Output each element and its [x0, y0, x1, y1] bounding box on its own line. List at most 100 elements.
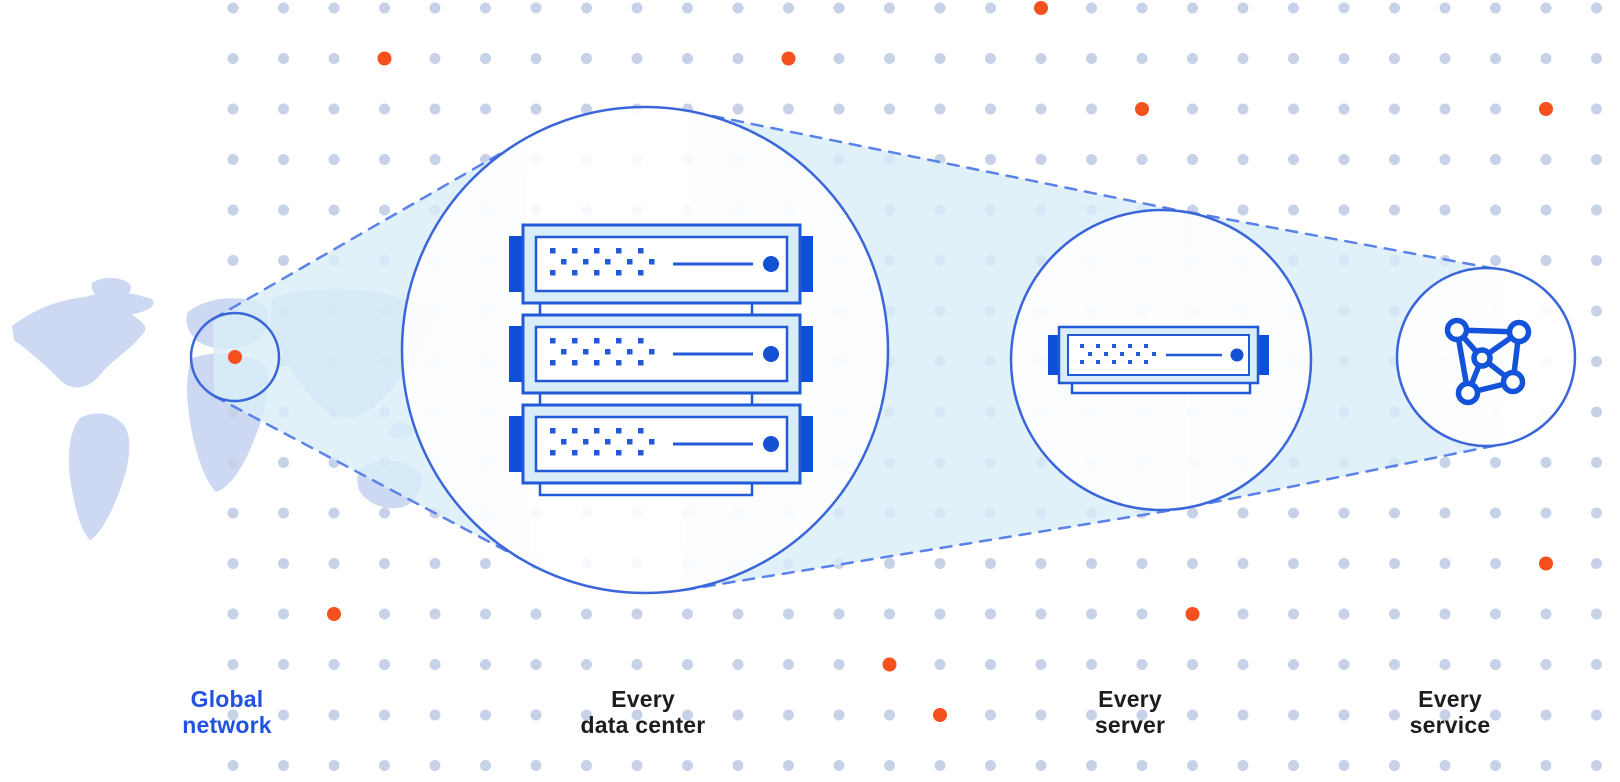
grid-dot	[1237, 154, 1249, 165]
grid-dot	[1338, 659, 1350, 670]
grid-dot	[379, 2, 390, 14]
grid-dot	[1490, 53, 1501, 64]
grid-dot	[328, 760, 340, 771]
grid-dot	[833, 53, 845, 64]
grid-dot	[1237, 53, 1249, 64]
grid-dot	[1490, 255, 1501, 266]
grid-dot	[985, 659, 996, 670]
grid-dot	[783, 709, 794, 721]
grid-dot	[1439, 709, 1451, 721]
grid-dot	[278, 608, 289, 620]
grid-dot	[1338, 204, 1350, 216]
grid-dot	[227, 709, 239, 721]
grid-dot	[581, 608, 592, 620]
grid-dot	[1389, 204, 1400, 216]
grid-dot	[1187, 659, 1198, 670]
grid-dot	[1389, 760, 1400, 771]
grid-dot	[480, 659, 491, 670]
grid-dot	[1035, 558, 1047, 569]
grid-dot	[1035, 103, 1047, 115]
orange-grid-dot	[1539, 556, 1553, 571]
grid-dot	[1237, 709, 1249, 721]
label-global-network: Global network	[182, 686, 272, 738]
grid-dot	[631, 2, 643, 14]
server-dot-matrix	[550, 338, 655, 366]
grid-dot	[278, 255, 289, 266]
grid-dot	[429, 2, 441, 14]
grid-dot	[1136, 709, 1148, 721]
grid-dot	[1237, 507, 1249, 519]
grid-dot	[227, 103, 239, 115]
grid-dot	[429, 154, 441, 165]
orange-grid-dot	[1135, 102, 1149, 116]
server-side-tab	[1048, 335, 1060, 375]
grid-dot	[1540, 154, 1552, 165]
orange-grid-dot	[1539, 102, 1553, 116]
grid-dot	[1540, 2, 1552, 14]
grid-dot	[631, 659, 643, 670]
grid-dot	[783, 2, 794, 14]
grid-dot	[833, 709, 845, 721]
grid-dot	[631, 608, 643, 620]
grid-dot	[833, 659, 845, 670]
grid-dot	[1187, 558, 1198, 569]
grid-dot	[1439, 204, 1451, 216]
grid-dot	[1187, 53, 1198, 64]
grid-dot	[732, 2, 744, 14]
grid-dot	[1237, 558, 1249, 569]
grid-dot	[1490, 457, 1501, 468]
grid-dot	[429, 709, 441, 721]
grid-dot	[934, 659, 946, 670]
grid-dot	[278, 659, 289, 670]
label-every-data-center: Every data center	[581, 686, 706, 738]
grid-dot	[1288, 53, 1299, 64]
grid-dot	[985, 558, 996, 569]
grid-dot	[429, 608, 441, 620]
grid-dot	[379, 608, 390, 620]
grid-dot	[1237, 2, 1249, 14]
grid-dot	[328, 103, 340, 115]
grid-dot	[783, 608, 794, 620]
grid-dot	[1237, 659, 1249, 670]
label-every-server: Every server	[1095, 686, 1165, 738]
grid-dot	[278, 558, 289, 569]
grid-dot	[1338, 507, 1350, 519]
grid-dot	[631, 760, 643, 771]
grid-dot	[1035, 709, 1047, 721]
orange-grid-dot	[327, 607, 341, 621]
grid-dot	[1439, 154, 1451, 165]
grid-dot	[480, 103, 491, 115]
grid-dot	[1237, 760, 1249, 771]
grid-dot	[1035, 760, 1047, 771]
dashed-line	[682, 506, 1187, 592]
grid-dot	[884, 2, 895, 14]
grid-dot	[1136, 608, 1148, 620]
grid-dot	[1389, 53, 1400, 64]
grid-dot	[1237, 204, 1249, 216]
label-line: Global	[190, 686, 264, 712]
server-dot-matrix	[550, 248, 655, 276]
grid-dot	[480, 2, 491, 14]
graph-node-center	[1471, 347, 1493, 369]
grid-dot	[682, 760, 693, 771]
grid-dot	[1338, 558, 1350, 569]
grid-dot	[1237, 103, 1249, 115]
grid-dot	[1389, 103, 1400, 115]
grid-dot	[581, 659, 592, 670]
grid-dot	[530, 103, 542, 115]
label-line: server	[1094, 712, 1166, 738]
grid-dot	[480, 608, 491, 620]
server-unit	[509, 403, 813, 485]
grid-dot	[732, 659, 744, 670]
grid-dot	[1086, 2, 1097, 14]
grid-dot	[1389, 659, 1400, 670]
grid-dot	[278, 760, 289, 771]
graph-node	[1500, 369, 1526, 395]
network-graph-icon	[1444, 317, 1532, 406]
grid-dot	[1187, 507, 1198, 519]
server-unit	[509, 223, 813, 305]
grid-dot	[328, 204, 340, 216]
grid-dot	[1187, 2, 1198, 14]
dashed-line	[212, 394, 533, 566]
grid-dot	[1086, 103, 1097, 115]
